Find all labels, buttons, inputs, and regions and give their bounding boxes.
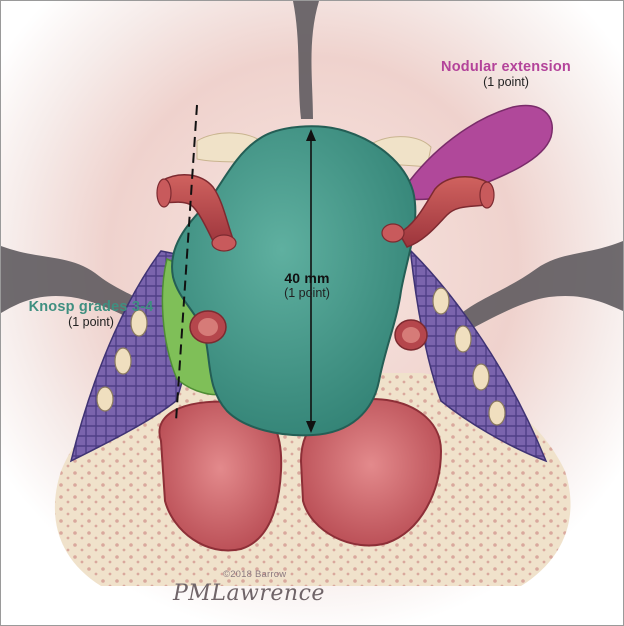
carotid-artery-right xyxy=(381,176,495,351)
knosp-grade-label: Knosp grades 3-4 (1 point) xyxy=(5,299,177,329)
dimension-arrow xyxy=(306,129,316,433)
nodular-extension-title: Nodular extension xyxy=(441,59,571,75)
knosp-reference-line xyxy=(175,104,198,422)
cranial-nerves xyxy=(96,287,506,426)
carotid-artery-left xyxy=(156,174,237,344)
tumor-size-points: (1 point) xyxy=(284,286,330,300)
knosp-grade-title: Knosp grades 3-4 xyxy=(28,299,154,315)
knosp-grade-points: (1 point) xyxy=(68,315,114,329)
nodular-extension-label: Nodular extension (1 point) xyxy=(425,59,587,89)
copyright-text: ©2018 Barrow xyxy=(223,569,287,580)
sphenoid-sinus-left xyxy=(158,400,283,552)
tumor-body xyxy=(171,125,417,437)
tumor-size-label: 40 mm (1 point) xyxy=(265,270,349,300)
nodular-extension-points: (1 point) xyxy=(483,75,529,89)
artist-signature: PMLawrence xyxy=(173,581,325,606)
tumor-size-title: 40 mm xyxy=(284,270,330,286)
